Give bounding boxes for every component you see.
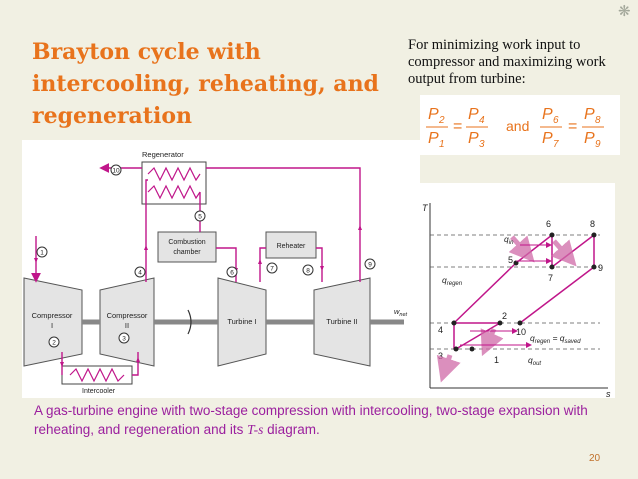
ts-diagram: T s 1 2 3 4 5 6 7 8 9 10 — [420, 183, 615, 398]
flow-9 — [206, 167, 361, 282]
state-9: 9 — [368, 262, 372, 269]
regenerator-box — [141, 161, 207, 205]
ts-state-3: 3 — [438, 351, 443, 361]
turbine-2-label: Turbine II — [326, 317, 357, 326]
formula-p3: P — [468, 130, 479, 147]
formula-s1: 1 — [439, 139, 445, 150]
state-5: 5 — [198, 214, 202, 221]
intercooler-label: Intercooler — [82, 388, 116, 395]
decorative-corner-icon: ❋ — [618, 2, 631, 20]
wnet-label: wnet — [394, 307, 408, 318]
compressor-1-num: I — [51, 321, 53, 330]
formula-s9: 9 — [595, 139, 601, 150]
formula-p2: P — [428, 106, 439, 123]
formula-p6: P — [542, 106, 553, 123]
combustion-label: Combustion — [168, 239, 205, 246]
state-2: 2 — [52, 340, 56, 347]
intercooler-coil — [69, 367, 125, 383]
cycle-schematic: Compressor I Compressor II Turbine I Tur… — [22, 140, 420, 398]
formula-and: and — [506, 118, 529, 134]
formula-s3: 3 — [479, 139, 485, 150]
state-8: 8 — [306, 268, 310, 275]
flow-4 — [145, 179, 148, 282]
qin-arrow-2 — [550, 239, 577, 267]
compressor-2-num: II — [125, 321, 129, 330]
compressor-1 — [23, 277, 83, 367]
page-number: 20 — [589, 453, 601, 464]
ts-state-9: 9 — [598, 263, 603, 273]
compressor-2 — [99, 277, 155, 367]
flow-7 — [259, 247, 266, 282]
state-6: 6 — [230, 270, 234, 277]
reheater — [265, 231, 317, 259]
regenerator-coil-1 — [147, 166, 201, 182]
figure-caption: A gas-turbine engine with two-stage comp… — [34, 403, 588, 437]
ts-state-10: 10 — [516, 327, 526, 337]
ts-state-1: 1 — [494, 355, 499, 365]
t-axis-label: T — [422, 203, 429, 213]
formula-s2: 2 — [438, 115, 445, 126]
compressor-1-label: Compressor — [32, 311, 73, 320]
ts-state-6: 6 — [546, 219, 551, 229]
formula-p9: P — [584, 130, 595, 147]
formula-p8: P — [584, 106, 595, 123]
turbine-1 — [217, 277, 267, 367]
formula-s8: 8 — [595, 115, 601, 126]
qin-label: qin — [504, 234, 514, 246]
process-7-8 — [551, 234, 595, 268]
combustion-chamber — [157, 231, 217, 263]
pressure-ratio-formula: P 2 P 1 = P 4 P 3 and P 6 P 7 = P 8 P 9 — [420, 95, 620, 155]
ts-state-7: 7 — [548, 273, 553, 283]
turbine-1-label: Turbine I — [227, 317, 256, 326]
ts-state-5: 5 — [508, 255, 513, 265]
qregen-qsaved-label: qregen = qsaved — [530, 333, 581, 345]
regenerator-label: Regenerator — [142, 150, 184, 159]
s-axis-label: s — [606, 389, 611, 398]
state-3: 3 — [122, 336, 126, 343]
qout-arrow-2 — [480, 327, 504, 357]
state-4: 4 — [138, 270, 142, 277]
regenerator-coil-2 — [147, 184, 201, 200]
qin-arrow-1 — [508, 235, 535, 263]
ts-state-2: 2 — [502, 311, 507, 321]
formula-p4: P — [468, 106, 479, 123]
process-4-5 — [453, 262, 517, 324]
shaft-rotation-icon — [187, 309, 192, 335]
turbine-2 — [313, 277, 371, 367]
formula-s6: 6 — [553, 115, 559, 126]
ts-state-4: 4 — [438, 325, 443, 335]
chamber-label: chamber — [173, 249, 201, 256]
flow-8 — [316, 247, 323, 282]
slide-title: Brayton cycle with intercooling, reheati… — [32, 39, 379, 129]
ts-state-8: 8 — [590, 219, 595, 229]
formula-eq-1: = — [453, 118, 462, 135]
state-1: 1 — [40, 250, 44, 257]
process-9-10 — [519, 266, 595, 324]
qregen-label: qregen — [442, 275, 463, 287]
state-10: 10 — [112, 168, 120, 175]
formula-p1: P — [428, 130, 439, 147]
state-7: 7 — [270, 266, 274, 273]
formula-eq-2: = — [568, 118, 577, 135]
formula-p7: P — [542, 130, 553, 147]
minimize-work-note: For minimizing work input to compressor … — [408, 37, 606, 87]
qout-arrow-1 — [436, 354, 461, 383]
qout-label: qout — [528, 355, 541, 367]
compressor-2-label: Compressor — [107, 311, 148, 320]
formula-s7: 7 — [553, 139, 559, 150]
formula-s4: 4 — [479, 115, 485, 126]
reheater-label: Reheater — [277, 243, 306, 250]
